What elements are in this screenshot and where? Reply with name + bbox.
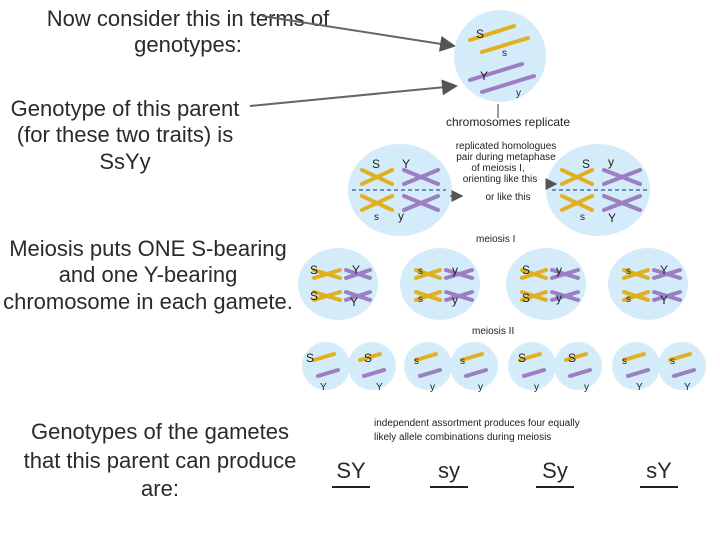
allele-label: S (568, 351, 576, 365)
metaphase-right-S (560, 168, 594, 186)
allele-label: S (310, 289, 318, 303)
parent-label-Y: Y (480, 69, 488, 83)
meta-right-label-Y: Y (608, 211, 616, 225)
independent-assortment-line1: independent assortment produces four equ… (374, 418, 580, 429)
meta-right-label-s: s (580, 212, 585, 223)
parent-genotype-text: Genotype of this parent (for these two t… (10, 96, 240, 174)
allele-label: Y (320, 382, 327, 393)
gamete-genotype-sy: sy (424, 458, 474, 488)
allele-label: y (534, 382, 539, 393)
chromosomes-replicate-label: chromosomes replicate (446, 115, 570, 129)
meiosis-gamete-text: Meiosis puts ONE S-bearing and one Y-bea… (3, 236, 293, 314)
allele-label: or like this (485, 192, 530, 203)
allele-label: y (430, 382, 435, 393)
parent-chromosome-S (468, 24, 516, 42)
allele-label: s (418, 266, 423, 277)
independent-assortment-line2: likely allele combinations during meiosi… (374, 432, 551, 443)
allele-label: S (310, 263, 318, 277)
metaphase-left-Y (402, 168, 440, 186)
allele-label: s (626, 266, 631, 277)
allele-label: y (452, 263, 458, 277)
allele-label: Y (376, 382, 383, 393)
parent-chromosome-s (480, 36, 530, 54)
allele-label: s (414, 356, 419, 367)
allele-label: S (364, 351, 372, 365)
allele-label: pair during metaphase (456, 152, 556, 163)
arrow-heading-to-parent (261, 15, 456, 52)
allele-label: Y (350, 295, 358, 309)
metaphase-right-Y (602, 194, 642, 212)
allele-label: S (306, 351, 314, 365)
allele-label: y (478, 382, 483, 393)
meta-left-label-y: y (398, 209, 404, 223)
allele-label: replicated homologues (456, 141, 557, 152)
allele-label: y (452, 293, 458, 307)
metaphase-cell-left (348, 144, 452, 236)
metaphase-right-s (560, 194, 594, 212)
allele-label: y (556, 291, 562, 305)
allele-label: Y (684, 382, 691, 393)
allele-label: s (670, 356, 675, 367)
allele-label: y (556, 263, 562, 277)
meta-left-label-s: s (374, 212, 379, 223)
meta-right-label-y: y (608, 155, 614, 169)
parent-label-y: y (516, 88, 521, 99)
allele-label: s (626, 294, 631, 305)
metaphase-left-S (360, 168, 394, 186)
metaphase-left-y (402, 194, 440, 212)
gamete-genotype-SY: SY (326, 458, 376, 488)
allele-label: Y (636, 382, 643, 393)
parent-chromosome-y (480, 74, 536, 94)
mei1-cell-2 (400, 248, 480, 320)
gametes-question-text: Genotypes of the gametes that this paren… (23, 419, 297, 502)
allele-label: Y (352, 263, 360, 277)
mei1-cell-3 (506, 248, 586, 320)
allele-label: of meiosis I, (471, 163, 524, 174)
allele-label: s (622, 356, 627, 367)
allele-label: orienting like this (463, 174, 537, 185)
meiosis-2-label: meiosis II (472, 326, 514, 337)
parent-chromosome-Y (468, 62, 524, 82)
meta-left-label-Y: Y (402, 157, 410, 171)
parent-label-s: s (502, 48, 507, 59)
metaphase-left-s (360, 194, 394, 212)
metaphase-right-y (602, 168, 642, 186)
meta-left-label-S: S (372, 157, 380, 171)
mei1-cell-4 (608, 248, 688, 320)
mei1-cell-1 (298, 248, 378, 320)
allele-label: S (522, 263, 530, 277)
parent-label-S: S (476, 27, 484, 41)
allele-label: S (518, 351, 526, 365)
allele-label: S (522, 291, 530, 305)
metaphase-note: replicated homologues pair during metaph… (456, 141, 557, 203)
mei1-cell-3-chromosomes (520, 268, 580, 302)
allele-label: y (584, 382, 589, 393)
allele-label: s (418, 294, 423, 305)
meiosis-1-label: meiosis I (476, 234, 515, 245)
allele-label: Y (660, 263, 668, 277)
allele-label: s (460, 356, 465, 367)
meta-right-label-S: S (582, 157, 590, 171)
arrow-text-to-parent (249, 79, 458, 107)
mei1-cell-2-chromosomes (414, 268, 474, 302)
allele-label: Y (660, 293, 668, 307)
gamete-cells (302, 342, 706, 390)
gamete-genotype-sY: sY (634, 458, 684, 488)
mei1-cell-1-chromosomes (312, 268, 372, 302)
gamete-genotype-Sy: Sy (530, 458, 580, 488)
mei1-cell-4-chromosomes (622, 268, 682, 302)
